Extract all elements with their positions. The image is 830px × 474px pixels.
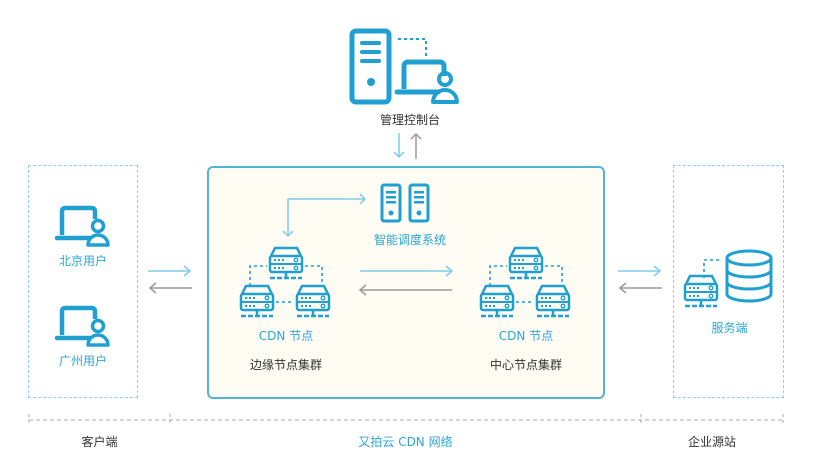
footer-cdn-label: 又拍云 CDN 网络 <box>358 435 453 449</box>
client-cdn-arrows <box>148 265 192 294</box>
left-arrow-icon <box>618 282 662 294</box>
laptop-user-icon <box>54 205 110 247</box>
edge-cluster-label: 边缘节点集群 <box>249 358 322 372</box>
user-label: 北京用户 <box>58 254 107 268</box>
right-arrow-icon <box>360 265 454 277</box>
smart-scheduler: 智能调度系统 <box>360 180 460 250</box>
management-console: 管理控制台 <box>340 24 480 134</box>
server-cluster-icon <box>479 246 571 318</box>
footer-origin-label: 企业源站 <box>687 435 736 449</box>
center-cluster: CDN 节点 中心节点集群 <box>476 246 576 376</box>
origin-server: 服务端 <box>682 248 777 338</box>
left-arrow-icon <box>148 282 192 294</box>
right-arrow-icon <box>618 265 662 277</box>
edge-cluster: CDN 节点 边缘节点集群 <box>236 246 336 376</box>
cdn-origin-arrows <box>618 265 662 294</box>
console-arrows <box>393 132 422 159</box>
server-cluster-icon <box>239 246 331 318</box>
scheduler-edge-arrow <box>282 193 367 238</box>
user-guangzhou: 广州用户 <box>48 305 118 375</box>
laptop-user-icon <box>54 305 110 347</box>
origin-zone-box <box>673 165 784 398</box>
center-cluster-label: 中心节点集群 <box>489 358 562 372</box>
up-arrow-icon <box>410 132 422 159</box>
cdn-network-box <box>207 166 605 399</box>
user-label: 广州用户 <box>58 354 107 368</box>
center-node-label: CDN 节点 <box>498 329 554 343</box>
user-beijing: 北京用户 <box>48 205 118 275</box>
footer-ruler <box>28 414 784 426</box>
dual-server-icon <box>380 183 430 223</box>
client-zone-box <box>28 165 138 398</box>
server-with-admin-laptop-icon <box>349 28 459 105</box>
origin-label: 服务端 <box>711 321 748 335</box>
right-arrow-icon <box>148 265 192 277</box>
down-arrow-icon <box>393 133 405 159</box>
footer-client-label: 客户端 <box>81 435 118 449</box>
edge-center-arrows <box>358 265 454 296</box>
scheduler-label: 智能调度系统 <box>373 233 446 247</box>
console-label: 管理控制台 <box>379 113 440 127</box>
edge-node-label: CDN 节点 <box>258 329 314 343</box>
server-database-icon <box>683 249 773 308</box>
left-arrow-icon <box>358 284 452 296</box>
